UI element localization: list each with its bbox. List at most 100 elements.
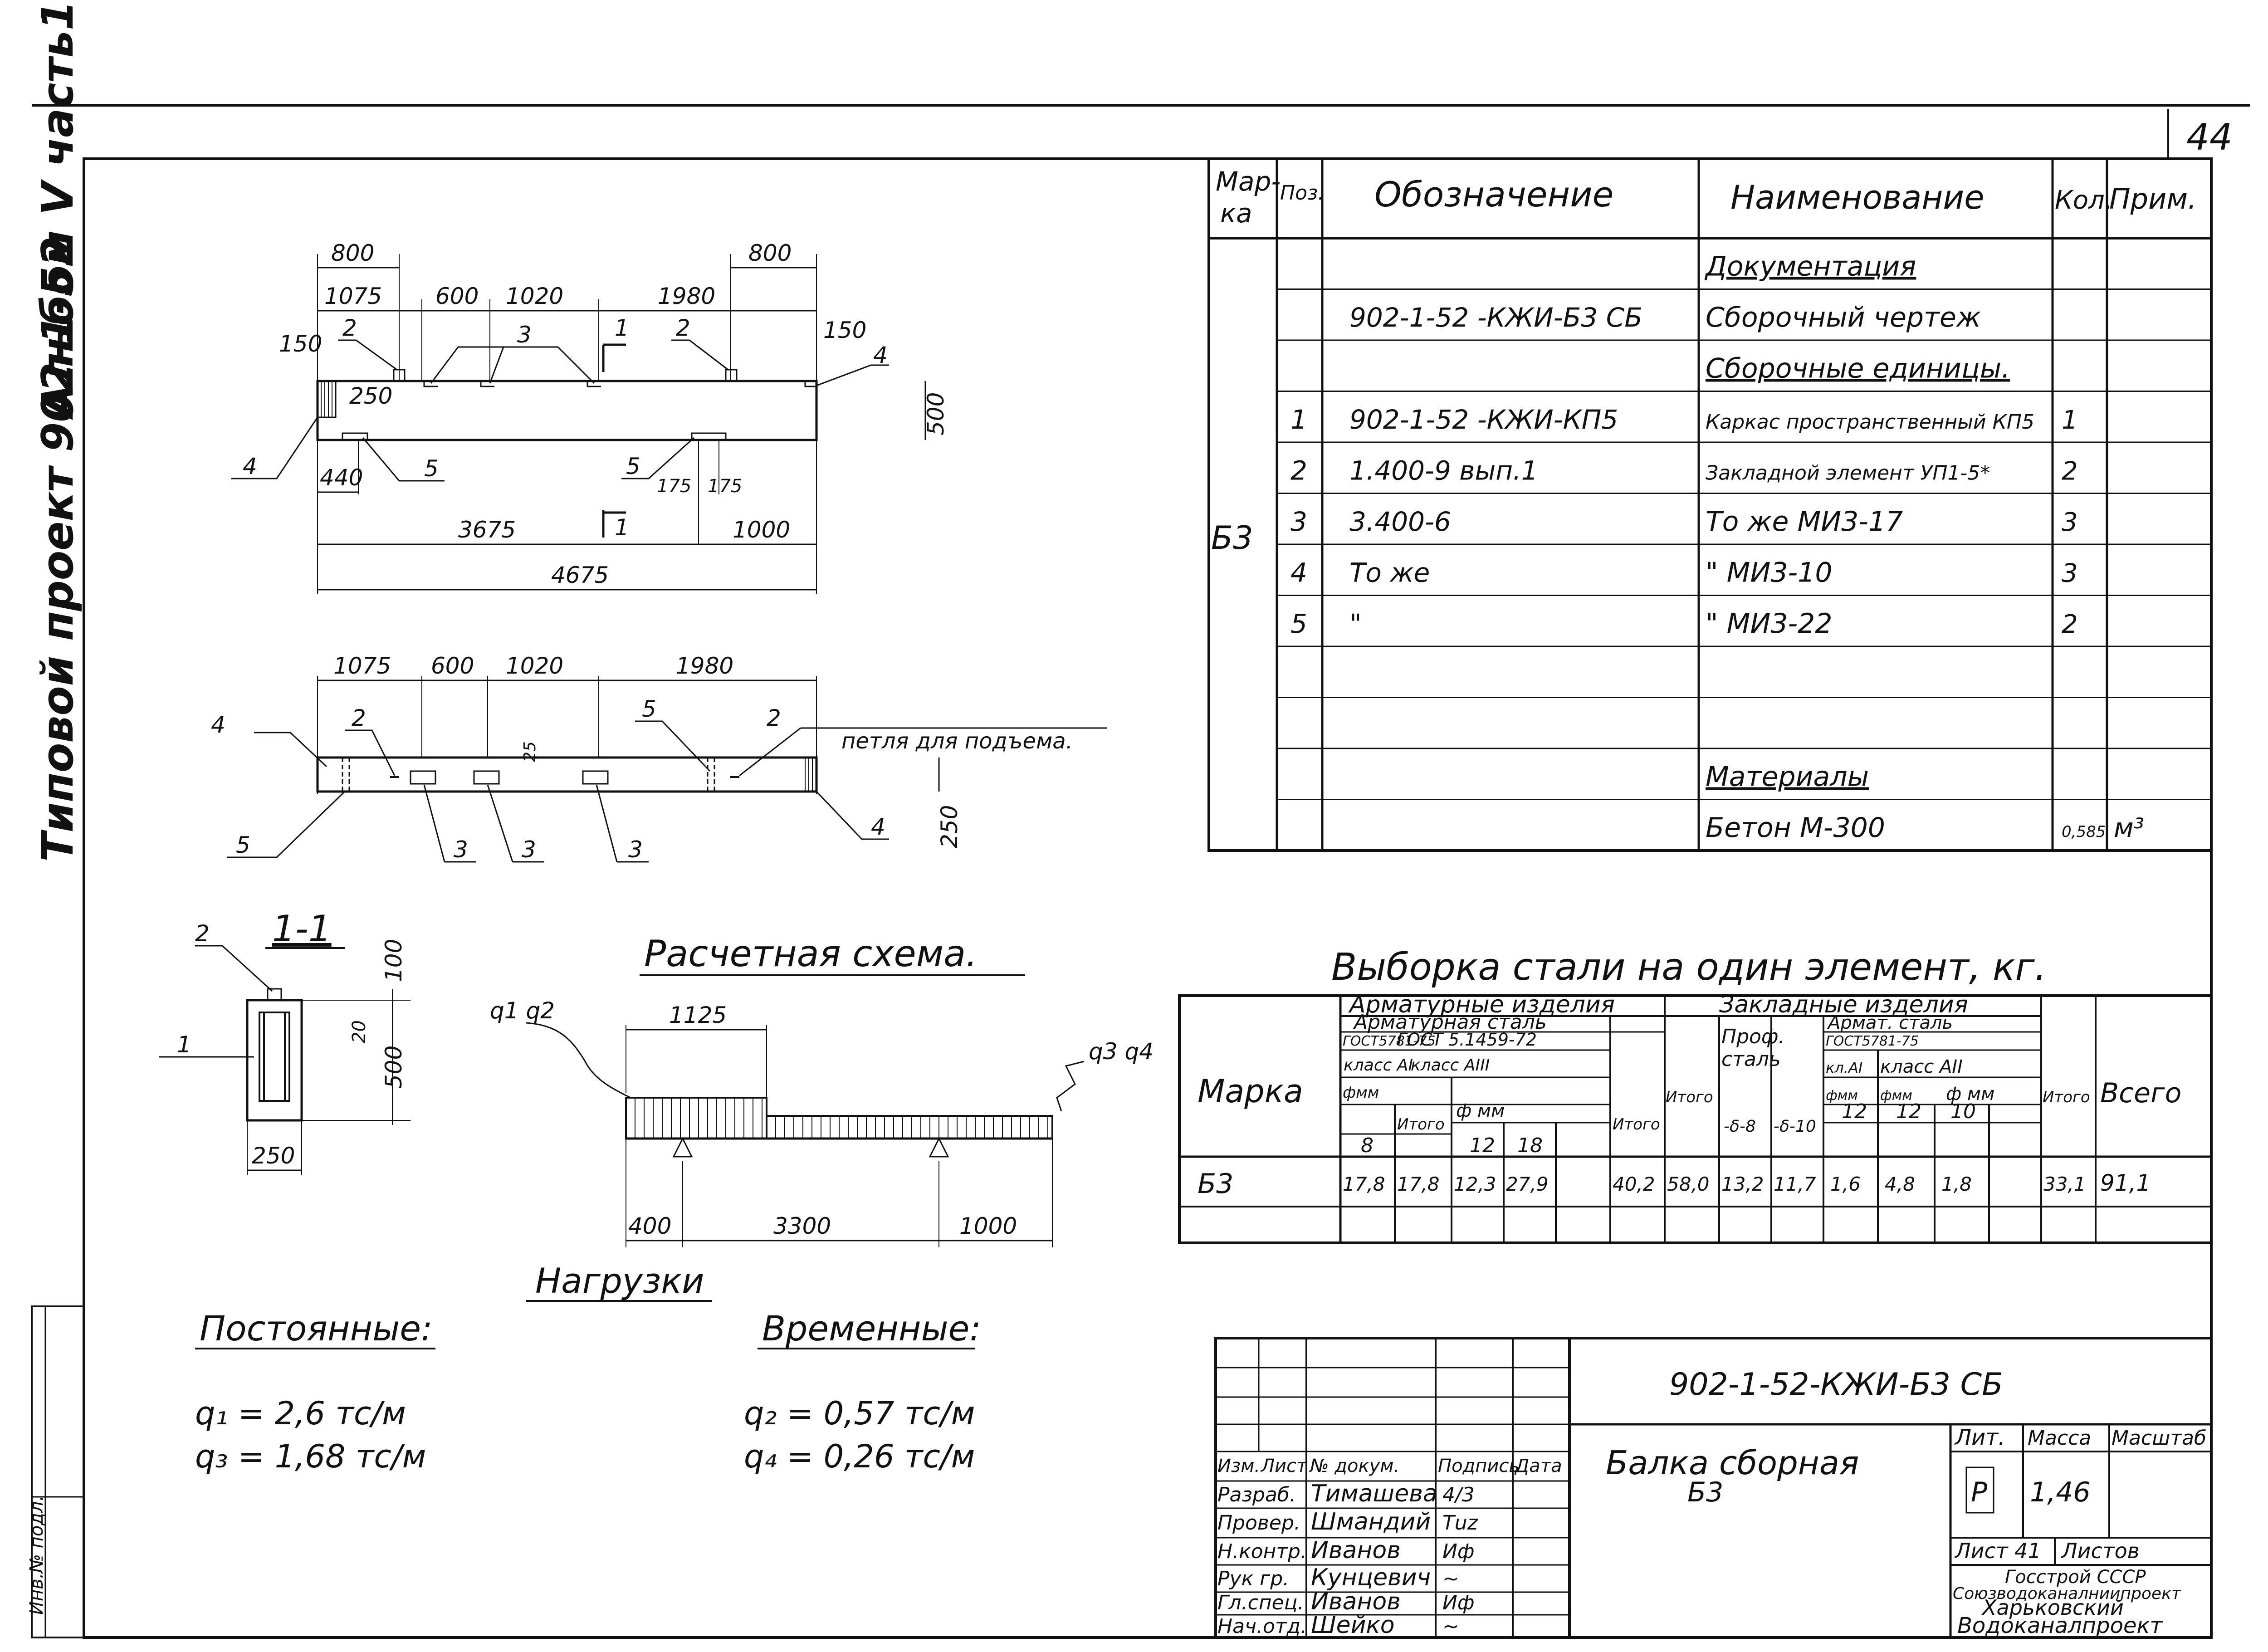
elev-callout-2b: 2 [676, 315, 690, 341]
spec-row-kol-5: 3 [2062, 508, 2078, 537]
spec-row-kol-6: 3 [2062, 559, 2078, 588]
elev-callout-3: 3 [517, 322, 532, 348]
steel-header-itogo3: Итого [1666, 1088, 1713, 1106]
steel-row-aitogo: 17,8 [1397, 1173, 1440, 1195]
steel-header-dd10: -δ-10 [1774, 1117, 1816, 1136]
specification-table: Мар- ка Поз. Обозначение Наименование Ко… [1207, 157, 2213, 852]
plan-callout-2-right: 2 [767, 705, 781, 731]
title-role-4: Гл.спец. [1217, 1591, 1304, 1614]
spec-row-oboz-7: " [1349, 608, 1362, 639]
spec-row-naim-7: " МИ3-22 [1706, 608, 1833, 640]
title-block: 902-1-52-КЖИ-Б3 СБ Балка сборная Б3 Лит.… [1214, 1337, 2213, 1639]
spec-row-prim-11: м³ [2114, 812, 2144, 843]
plan-callout-2-left: 2 [352, 705, 366, 731]
title-massa-label: Масса [2028, 1427, 2091, 1450]
elev-dim-175b: 175 [708, 476, 742, 497]
steel-header-vsego: Всего [2100, 1077, 2181, 1109]
elev-dim-1020: 1020 [506, 283, 563, 309]
elev-dim-500: 500 [923, 392, 949, 435]
spec-row-poz-6: 4 [1290, 557, 1307, 588]
section-dim-20: 20 [349, 1020, 370, 1043]
scheme-dim-1000: 1000 [959, 1213, 1017, 1239]
scheme-q-right: q3 q4 [1089, 1038, 1154, 1065]
title-org2: Союзводоканалниипроект [1953, 1584, 2181, 1603]
elev-dim-1980: 1980 [658, 283, 715, 309]
steel-header-klass2: класс АIII [1411, 1056, 1490, 1075]
title-role-5: Нач.отд. [1217, 1615, 1307, 1638]
spec-row-naim-10: Материалы [1706, 761, 1869, 793]
plan-callout-4-right: 4 [871, 814, 885, 840]
steel-header-fmm3: фмм [1826, 1088, 1858, 1104]
spec-row-naim-11: Бетон М-300 [1706, 812, 1885, 844]
spec-row-poz-3: 1 [1290, 404, 1307, 435]
plan-dim-250: 250 [936, 805, 963, 848]
spec-row-naim-6: " МИ3-10 [1706, 557, 1833, 589]
elev-dim-250: 250 [349, 383, 392, 409]
spec-row-oboz-3: 902-1-52 -КЖИ-КП5 [1349, 404, 1618, 435]
plan-callout-3a: 3 [454, 836, 468, 863]
title-role-0: Разраб. [1217, 1483, 1296, 1506]
spec-row-naim-3: Каркас пространственный КП5 [1706, 411, 2034, 434]
title-col-1: Лист [1260, 1456, 1308, 1476]
spec-row-naim-1: Сборочный чертеж [1706, 302, 1981, 333]
elev-callout-4-left: 4 [243, 453, 257, 479]
load-q2: q₂ = 0,57 тс/м [744, 1395, 975, 1432]
spec-row-kol-11: 0,585 [2062, 823, 2106, 841]
elev-dim-4675: 4675 [551, 562, 609, 588]
title-person-0: Тимашева [1311, 1480, 1437, 1507]
section-callout-1: 1 [177, 1031, 191, 1058]
elev-dim-150-left: 150 [279, 331, 322, 357]
steel-row-p8: 13,2 [1721, 1173, 1764, 1195]
drawing-frame [83, 157, 2213, 1639]
plan-callout-5-left: 5 [236, 832, 250, 858]
calculation-scheme: Расчетная схема. 1125 q1 q2 q3 q4 400 33… [490, 933, 1154, 1247]
steel-header-dd8: -δ-8 [1724, 1117, 1756, 1136]
steel-header-d12: 12 [1470, 1134, 1495, 1157]
elev-callout-2a: 2 [342, 315, 357, 341]
scheme-q-left: q1 q2 [490, 997, 555, 1024]
steel-header-d18: 18 [1517, 1134, 1543, 1157]
title-person-2: Иванов [1311, 1537, 1401, 1564]
steel-header-fmm5: ф мм [1946, 1084, 1994, 1105]
title-sign-1: Тuz [1442, 1511, 1478, 1535]
steel-header-klass1: класс АI [1344, 1056, 1413, 1075]
title-doc-code: 902-1-52-КЖИ-Б3 СБ [1669, 1367, 2003, 1403]
steel-header-zakladnye: Закладные изделия [1719, 991, 1968, 1018]
elev-dim-800-left: 800 [331, 240, 374, 266]
title-sign-5: ~ [1442, 1615, 1459, 1638]
steel-header-itogo4: Итого [2043, 1088, 2090, 1106]
spec-header-poz: Поз. [1280, 181, 1324, 205]
spec-row-naim-0: Документация [1704, 251, 1916, 283]
steel-row-p10: 11,7 [1774, 1173, 1816, 1195]
title-sign-0: 4/3 [1442, 1483, 1475, 1506]
steel-header-fmm1: фмм [1343, 1084, 1379, 1102]
plan-dim-1020: 1020 [506, 653, 563, 679]
plan-dim-600: 600 [431, 653, 474, 679]
section-dim-250: 250 [252, 1143, 295, 1169]
elev-dim-600: 600 [435, 283, 479, 309]
scheme-dim-3300: 3300 [773, 1213, 831, 1239]
steel-header-fmm2: ф мм [1456, 1100, 1505, 1121]
title-list-label: Лист 41 [1954, 1539, 2041, 1563]
plan-callout-4-left: 4 [211, 712, 225, 738]
spec-header-kol: Кол. [2055, 186, 2113, 215]
title-org1: Госстрой СССР [2005, 1567, 2146, 1588]
side-album-label: Альбом V часть1 [33, 0, 83, 420]
title-col-0: Изм. [1217, 1456, 1260, 1476]
section-callout-2: 2 [195, 920, 210, 947]
steel-header-klass4: класс АII [1880, 1056, 1963, 1077]
elev-dim-800-right: 800 [748, 240, 792, 266]
spec-row-oboz-5: 3.400-6 [1349, 506, 1451, 537]
steel-header-z10: 10 [1950, 1100, 1976, 1123]
title-person-1: Шмандий [1311, 1508, 1431, 1535]
section-1-1: 1-1 2 1 100 20 500 250 [159, 908, 411, 1175]
steel-header-prof1: Проф. [1721, 1025, 1785, 1048]
section-dim-100: 100 [381, 939, 407, 982]
plan-callout-3c: 3 [628, 836, 643, 863]
title-sign-2: Иф [1442, 1540, 1475, 1563]
steel-header-gost3: ГОСТ5781-75 [1826, 1033, 1919, 1049]
plan-callout-3b: 3 [522, 836, 536, 863]
title-lit-value: Р [1971, 1476, 1988, 1508]
plan-note-loop: петля для подъема. [841, 728, 1073, 754]
spec-row-poz-7: 5 [1290, 608, 1307, 639]
